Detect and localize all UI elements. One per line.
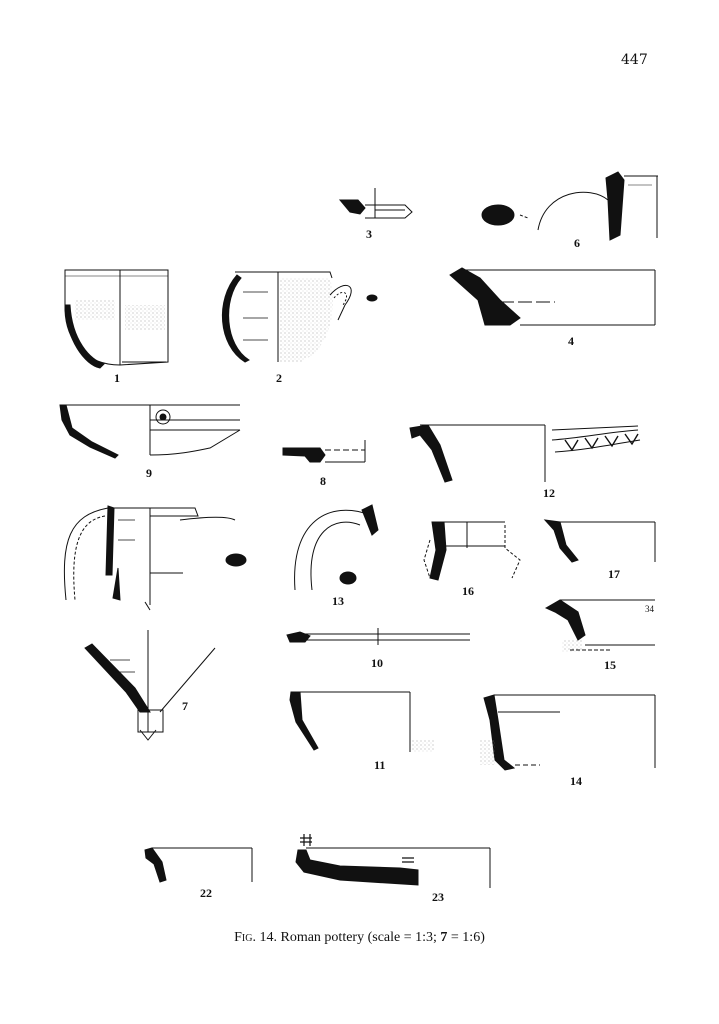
sherd-12	[409, 424, 641, 483]
figure-label-14: 14	[570, 774, 582, 788]
figure-label-23: 23	[432, 890, 444, 904]
sherd-17	[543, 519, 656, 563]
caption-bold-ref: 7	[440, 930, 448, 945]
sherd-4	[449, 267, 656, 326]
figure-label-15: 15	[604, 658, 616, 672]
caption-number: 14.	[259, 930, 277, 945]
funnel-7	[84, 630, 216, 741]
sherd-8	[282, 440, 366, 463]
figure-label-10: 10	[371, 656, 383, 670]
bowl-9	[59, 404, 241, 459]
figure-label-9: 9	[146, 466, 152, 480]
sherd-13	[294, 504, 379, 591]
jug-5	[63, 505, 247, 611]
sherd-6	[481, 171, 658, 241]
measure-annotation: 34	[645, 604, 654, 614]
figure-label-2: 2	[276, 371, 282, 385]
figure-label-22: 22	[200, 886, 212, 900]
vessel-16	[423, 521, 521, 581]
figure-label-8: 8	[320, 474, 326, 488]
figure-label-7: 7	[182, 699, 188, 713]
figure-label-3: 3	[366, 227, 372, 241]
plate-10	[286, 628, 470, 645]
figure-label-16: 16	[462, 584, 474, 598]
figure-label-6: 6	[574, 236, 580, 250]
figure-caption: Fig. 14. Roman pottery (scale = 1:3; 7 =…	[0, 930, 719, 946]
figure-label-11: 11	[374, 758, 386, 772]
figure-label-17: 17	[608, 567, 620, 581]
vessel-1	[64, 269, 169, 369]
vessel-2	[221, 271, 378, 363]
figure-label-12: 12	[543, 486, 555, 500]
sherd-22	[144, 847, 253, 883]
sherd-3	[338, 188, 413, 219]
sherd-15	[544, 599, 655, 652]
figure-label-13: 13	[332, 594, 344, 608]
caption-fig: Fig.	[234, 930, 256, 945]
sherd-23	[295, 834, 491, 888]
figure-label-4: 4	[568, 334, 574, 348]
page-number: 447	[621, 52, 648, 68]
sherd-11	[289, 691, 434, 752]
caption-text: Roman pottery (scale = 1:3;	[280, 930, 437, 945]
figure-label-1: 1	[114, 371, 120, 385]
caption-text-end: = 1:6)	[450, 930, 485, 945]
sherd-14	[480, 694, 656, 771]
